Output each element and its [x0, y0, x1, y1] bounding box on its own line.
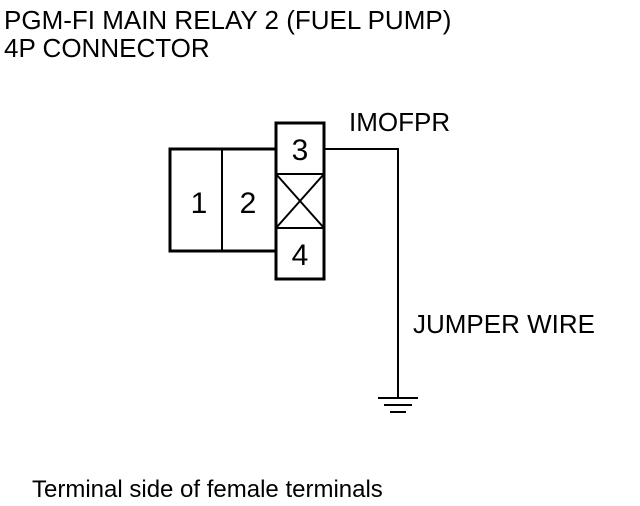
connector-housing [168, 121, 326, 281]
terminal-3-label: 3 [292, 134, 309, 167]
jumper-wire [324, 148, 399, 398]
connector-right-column [274, 121, 326, 281]
diagram-title-line-1: PGM-FI MAIN RELAY 2 (FUEL PUMP) [4, 5, 452, 35]
jumper-wire-label: JUMPER WIRE [413, 309, 595, 339]
terminal-2-label: 2 [240, 187, 257, 220]
ground-icon [378, 397, 418, 413]
empty-cavity-icon [275, 173, 325, 229]
diagram-caption: Terminal side of female terminals [32, 476, 383, 503]
terminal-4-label: 4 [292, 239, 309, 272]
terminal-1-label: 1 [191, 187, 208, 220]
diagram-title-line-2: 4P CONNECTOR [4, 33, 210, 63]
wire-label: IMOFPR [349, 107, 451, 137]
